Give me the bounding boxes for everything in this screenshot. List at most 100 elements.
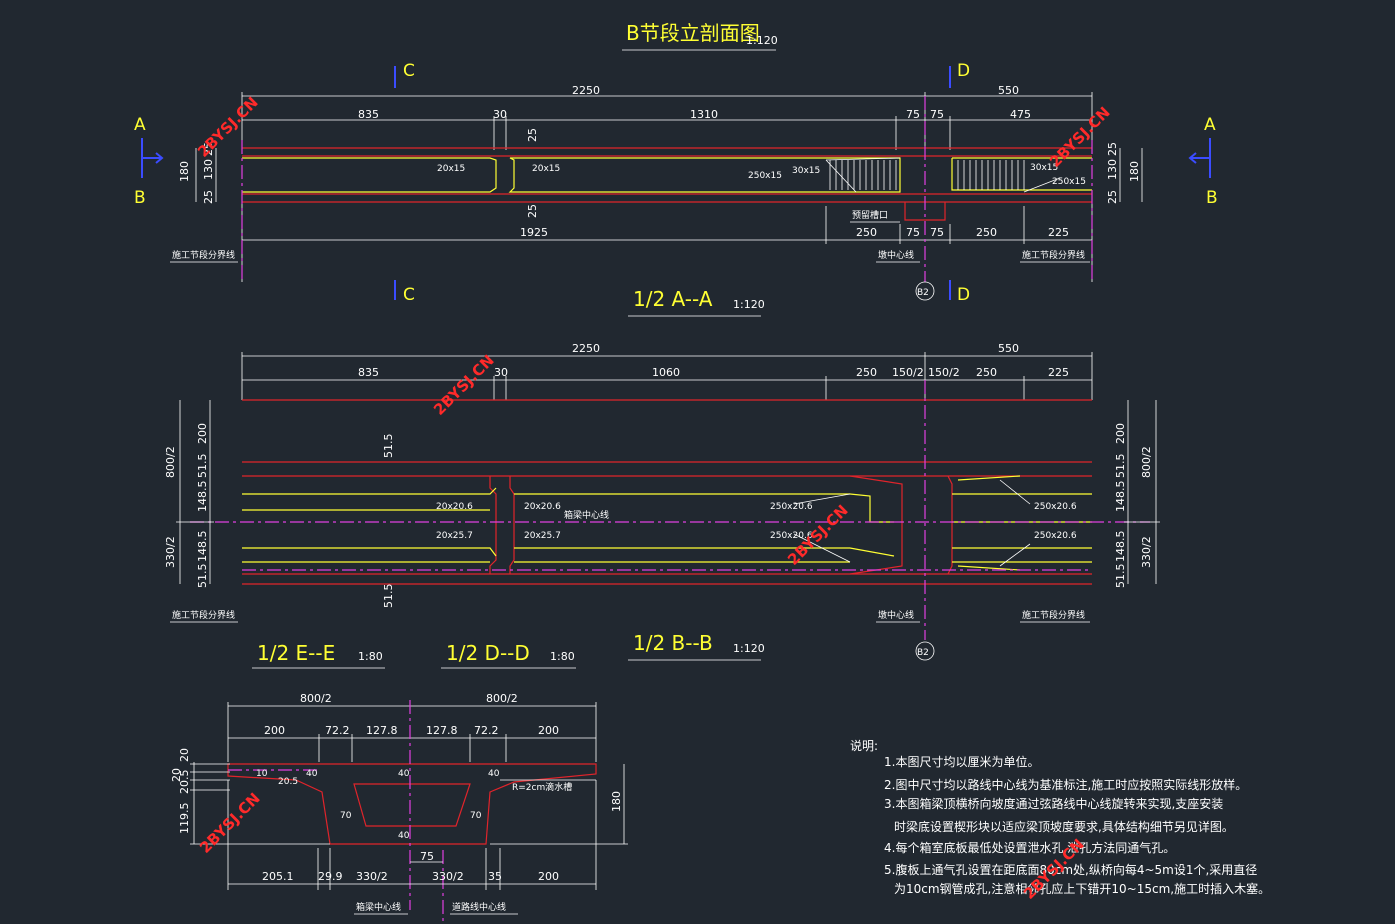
cross-dim-1278-left: 127.8 bbox=[366, 724, 398, 737]
title-half-ee-scale: 1:80 bbox=[358, 650, 383, 663]
cross-bot-330-left: 330/2 bbox=[356, 870, 388, 883]
watermark-1: 2BYSJ.CN bbox=[194, 93, 262, 161]
cross-bot-35: 35 bbox=[488, 870, 502, 883]
cut-mark-c-top: C bbox=[403, 61, 415, 81]
watermark-2: 2BYSJ.CN bbox=[1046, 103, 1114, 171]
cross-dim-722-right: 72.2 bbox=[474, 724, 499, 737]
elev-dim-75a: 75 bbox=[906, 108, 920, 121]
cross-bot-75: 75 bbox=[420, 850, 434, 863]
plan-dim-550: 550 bbox=[998, 342, 1019, 355]
plan-view: 2250 550 835 30 1060 250 150/2 150/2 250… bbox=[164, 342, 1160, 661]
plan-right-200: 200 bbox=[1114, 423, 1127, 444]
note-line-3: 3.本图箱梁顶横桥向坡度通过弦路线中心线旋转来实现,支座安装 bbox=[884, 796, 1223, 811]
elev-right-180: 180 bbox=[1128, 161, 1141, 182]
plan-seg-right-label: 施工节段分界线 bbox=[1022, 609, 1085, 621]
cross-dim-200-left: 200 bbox=[264, 724, 285, 737]
elev-dim-30: 30 bbox=[493, 108, 507, 121]
title-half-dd: 1/2 D--D 1:80 bbox=[441, 641, 576, 669]
plan-right-515b: 51.5 bbox=[1114, 564, 1127, 589]
plan-tendon-a: 20x20.6 bbox=[436, 502, 473, 512]
plan-tendon-d: 20x25.7 bbox=[524, 531, 561, 541]
plan-left-1485b: 148.5 bbox=[196, 531, 209, 563]
section-marks: A B A B C C D D bbox=[134, 61, 1218, 305]
cross-box-center-label: 箱梁中心线 bbox=[356, 901, 401, 913]
cross-inner-70a: 70 bbox=[340, 811, 352, 821]
cut-mark-c-bottom: C bbox=[403, 285, 415, 305]
plan-mid-515b: 51.5 bbox=[382, 584, 395, 609]
elev-bot-75a: 75 bbox=[906, 226, 920, 239]
cross-bot-330-right: 330/2 bbox=[432, 870, 464, 883]
elev-hatch-left bbox=[829, 160, 897, 190]
elev-tendon-20x15-b: 20x15 bbox=[532, 164, 560, 174]
elev-mid-25a: 25 bbox=[526, 128, 539, 142]
plan-dim-150b: 150/2 bbox=[928, 366, 960, 379]
plan-center-label: 箱梁中心线 bbox=[564, 509, 609, 521]
plan-tendon-h: 250x20.6 bbox=[1034, 531, 1077, 541]
cross-left-20b: 20 bbox=[170, 768, 183, 782]
title-half-aa: 1/2 A--A 1:120 bbox=[628, 287, 765, 317]
cross-bot-2051: 205.1 bbox=[262, 870, 294, 883]
plan-left-1485a: 148.5 bbox=[196, 481, 209, 513]
plan-tendon-e: 250x20.6 bbox=[770, 502, 813, 512]
plan-right-1485a: 148.5 bbox=[1114, 481, 1127, 513]
plan-right-515a: 51.5 bbox=[1114, 454, 1127, 479]
title-half-aa-text: 1/2 A--A bbox=[633, 287, 713, 311]
plan-dim-835: 835 bbox=[358, 366, 379, 379]
title-b-section-scale: 1:120 bbox=[746, 34, 778, 47]
title-half-ee: 1/2 E--E 1:80 bbox=[252, 641, 385, 669]
cut-mark-d-top: D bbox=[957, 61, 970, 81]
elev-dim-475: 475 bbox=[1010, 108, 1031, 121]
plan-right-1485b: 148.5 bbox=[1114, 531, 1127, 563]
plan-dim-2250: 2250 bbox=[572, 342, 600, 355]
plan-axis-bubble: B2 bbox=[917, 648, 929, 658]
plan-left-515b: 51.5 bbox=[196, 564, 209, 589]
note-line-1: 1.本图尺寸均以厘米为单位。 bbox=[884, 754, 1039, 769]
note-line-5: 4.每个箱室底板最低处设置泄水孔,泄孔方法同通气孔。 bbox=[884, 840, 1175, 855]
elev-seg-right-label: 施工节段分界线 bbox=[1022, 249, 1085, 261]
plan-mid-515a: 51.5 bbox=[382, 434, 395, 459]
notes-block: 说明: 1.本图尺寸均以厘米为单位。 2.图中尺寸均以路线中心线为基准标注,施工… bbox=[850, 738, 1270, 896]
plan-tendon-g: 250x20.6 bbox=[1034, 502, 1077, 512]
cross-section-view: 800/2 800/2 200 72.2 127.8 127.8 72.2 20… bbox=[170, 692, 628, 924]
elev-jack-label: 预留槽口 bbox=[852, 209, 888, 221]
elev-dim-75b: 75 bbox=[930, 108, 944, 121]
cross-bot-299: 29.9 bbox=[318, 870, 343, 883]
cross-inner-205: 20.5 bbox=[278, 777, 298, 787]
plan-pier-label: 墩中心线 bbox=[878, 609, 914, 621]
watermark-5: 2BYSJ.CN bbox=[196, 789, 264, 857]
plan-dim-225: 225 bbox=[1048, 366, 1069, 379]
cross-dim-200-right: 200 bbox=[538, 724, 559, 737]
cross-road-center-label: 道路线中心线 bbox=[452, 901, 506, 913]
plan-tendon-b: 20x20.6 bbox=[524, 502, 561, 512]
cut-mark-a-left: A bbox=[134, 115, 146, 135]
plan-right-330: 330/2 bbox=[1140, 536, 1153, 568]
cut-mark-b-left: B bbox=[134, 188, 146, 208]
plan-dim-1060: 1060 bbox=[652, 366, 680, 379]
notes-heading: 说明: bbox=[850, 738, 878, 753]
title-half-bb-scale: 1:120 bbox=[733, 642, 765, 655]
cross-inner-10: 10 bbox=[256, 769, 268, 779]
cut-mark-a-right: A bbox=[1204, 115, 1216, 135]
title-half-bb-text: 1/2 B--B bbox=[633, 631, 713, 655]
cross-bot-200: 200 bbox=[538, 870, 559, 883]
plan-dim-250b: 250 bbox=[976, 366, 997, 379]
title-b-section-text: B节段立剖面图 bbox=[626, 21, 760, 45]
note-line-7: 为10cm钢管成孔,注意相邻孔应上下错开10~15cm,施工时插入木塞。 bbox=[894, 881, 1270, 896]
note-line-4: 时梁底设置楔形块以适应梁顶坡度要求,具体结构细节另见详图。 bbox=[894, 819, 1234, 834]
cross-dim-722-left: 72.2 bbox=[325, 724, 350, 737]
cut-mark-b-right: B bbox=[1206, 188, 1218, 208]
elev-left-25b: 25 bbox=[202, 190, 215, 204]
elev-seg-left-label: 施工节段分界线 bbox=[172, 249, 235, 261]
cut-mark-d-bottom: D bbox=[957, 285, 970, 305]
plan-left-515a: 51.5 bbox=[196, 454, 209, 479]
elev-tendon-30x15: 30x15 bbox=[792, 166, 820, 176]
plan-left-200: 200 bbox=[196, 423, 209, 444]
note-line-2: 2.图中尺寸均以路线中心线为基准标注,施工时应按照实际线形放样。 bbox=[884, 777, 1247, 792]
title-half-dd-text: 1/2 D--D bbox=[446, 641, 530, 665]
cross-inner-40d: 40 bbox=[488, 769, 500, 779]
elev-mid-25b: 25 bbox=[526, 204, 539, 218]
plan-left-800: 800/2 bbox=[164, 446, 177, 478]
elev-right-25b: 25 bbox=[1106, 190, 1119, 204]
elev-dim-1310: 1310 bbox=[690, 108, 718, 121]
